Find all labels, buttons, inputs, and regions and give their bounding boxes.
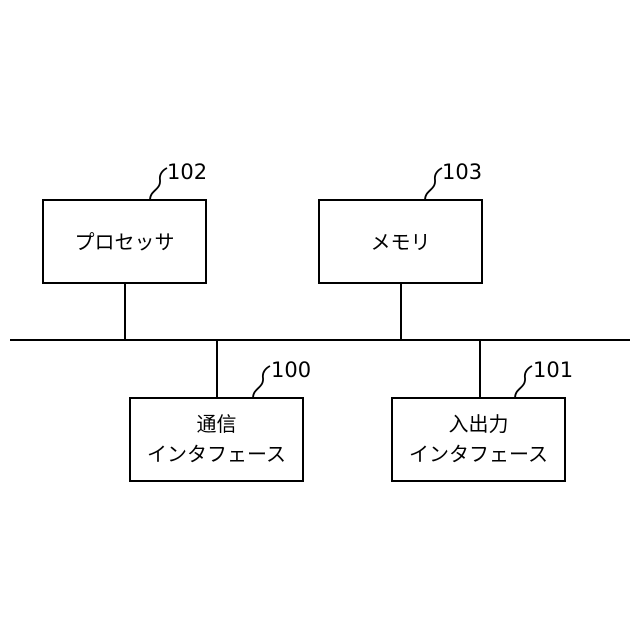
processor-leader-line — [150, 168, 167, 200]
comm-interface-label-line2: インタフェース — [147, 442, 286, 466]
io-interface-box — [392, 398, 565, 481]
comm-interface-box — [130, 398, 303, 481]
io-interface-block: 入出力 インタフェース — [392, 398, 565, 481]
io-interface-leader-line — [515, 366, 532, 398]
memory-reference: 103 — [425, 160, 482, 200]
comm-interface-reference-number: 100 — [271, 358, 311, 382]
comm-interface-leader-line — [253, 366, 270, 398]
memory-leader-line — [425, 168, 442, 200]
memory-reference-number: 103 — [442, 160, 482, 184]
comm-interface-label-line1: 通信 — [197, 412, 237, 436]
io-interface-reference: 101 — [515, 358, 573, 398]
memory-block: メモリ — [319, 200, 482, 283]
io-interface-label-line1: 入出力 — [449, 412, 509, 436]
processor-reference-number: 102 — [167, 160, 207, 184]
processor-label: プロセッサ — [75, 230, 175, 254]
io-interface-label-line2: インタフェース — [409, 442, 548, 466]
memory-label: メモリ — [371, 230, 431, 254]
comm-interface-reference: 100 — [253, 358, 311, 398]
processor-reference: 102 — [150, 160, 207, 200]
processor-block: プロセッサ — [43, 200, 206, 283]
comm-interface-block: 通信 インタフェース — [130, 398, 303, 481]
io-interface-reference-number: 101 — [533, 358, 573, 382]
